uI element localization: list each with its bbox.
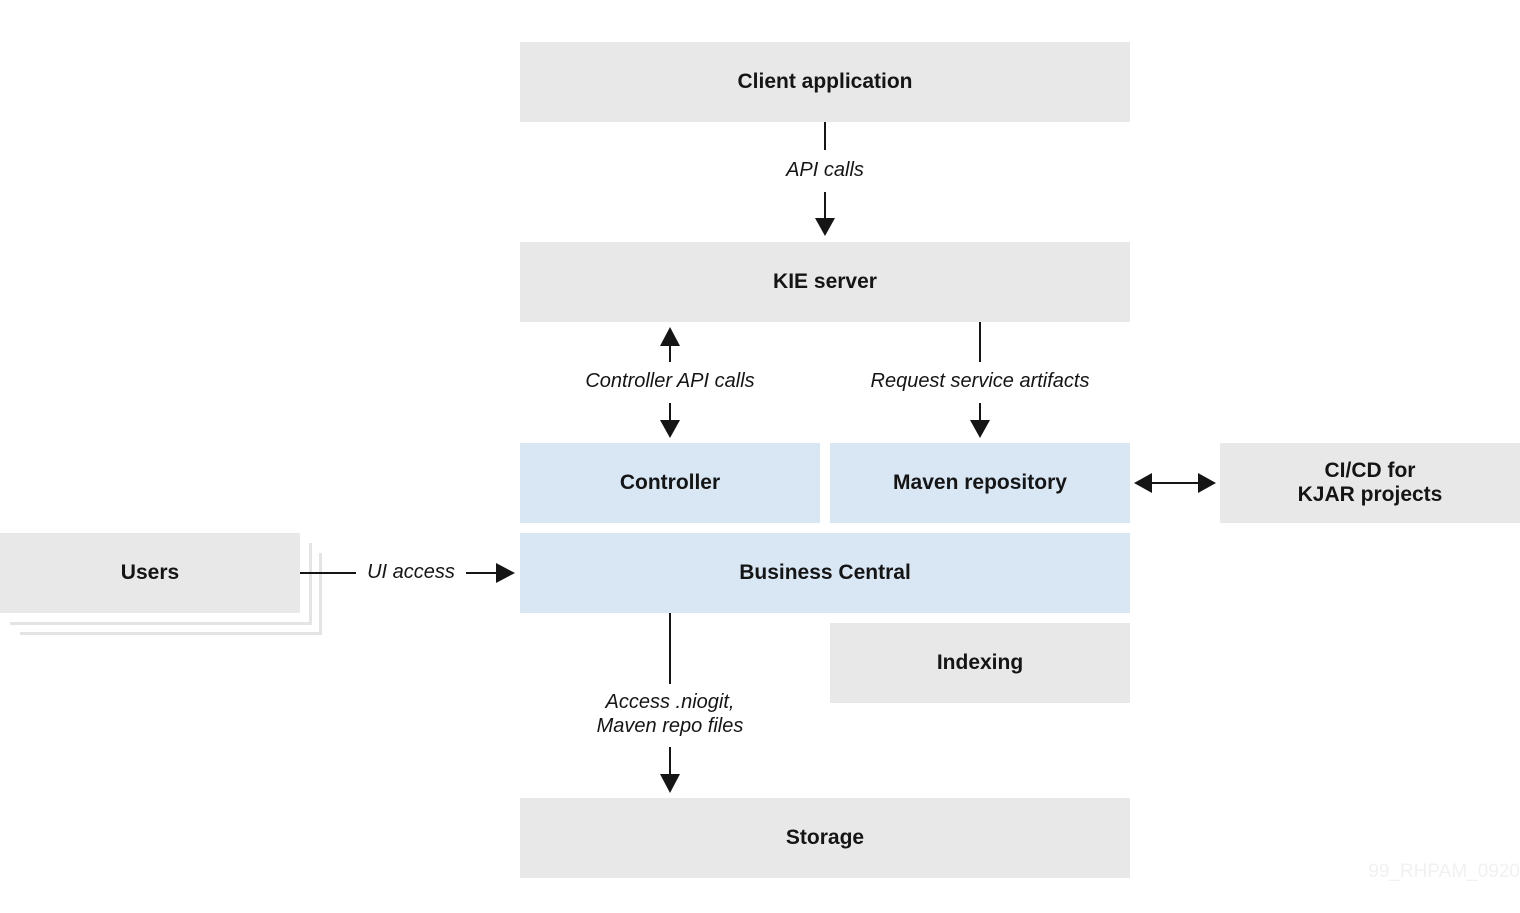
business-central-box: Business Central	[520, 533, 1130, 613]
client-application-label: Client application	[737, 70, 913, 93]
users-stack-shadow-h1	[10, 622, 312, 625]
cicd-arrowhead-left	[1134, 473, 1152, 493]
client-application-box: Client application	[520, 42, 1130, 122]
storage-access-label: Access .niogit, Maven repo files	[596, 691, 744, 737]
storage-access-arrowhead	[660, 774, 680, 793]
ui-access-label: UI access	[367, 561, 455, 583]
cicd-box: CI/CD for KJAR projects	[1220, 443, 1520, 523]
cicd-label: CI/CD for KJAR projects	[1297, 459, 1443, 506]
users-stack-shadow-v2	[319, 553, 322, 635]
users-box: Users	[0, 533, 300, 613]
maven-repository-label: Maven repository	[893, 471, 1067, 494]
users-stack-shadow-v1	[309, 543, 312, 625]
kie-server-box: KIE server	[520, 242, 1130, 322]
ui-access-arrowhead	[496, 563, 515, 583]
controller-label: Controller	[619, 471, 721, 494]
indexing-label: Indexing	[936, 651, 1024, 674]
api-calls-label: API calls	[786, 159, 864, 181]
request-service-artifacts-label: Request service artifacts	[870, 370, 1090, 392]
indexing-box: Indexing	[830, 623, 1130, 703]
business-central-label: Business Central	[739, 561, 911, 584]
api-calls-arrowhead	[815, 218, 835, 236]
request-artifacts-arrowhead	[970, 420, 990, 438]
storage-box: Storage	[520, 798, 1130, 878]
users-label: Users	[120, 561, 180, 584]
cicd-arrowhead-right	[1198, 473, 1216, 493]
kie-server-label: KIE server	[773, 270, 877, 293]
controller-api-calls-label: Controller API calls	[585, 370, 755, 392]
maven-repository-box: Maven repository	[830, 443, 1130, 523]
figure-watermark: 99_RHPAM_0920	[1368, 861, 1520, 882]
controller-api-arrowhead-down	[660, 420, 680, 438]
users-stack-shadow-h2	[20, 632, 322, 635]
controller-box: Controller	[520, 443, 820, 523]
storage-label: Storage	[785, 826, 865, 849]
controller-api-arrowhead-up	[660, 327, 680, 346]
